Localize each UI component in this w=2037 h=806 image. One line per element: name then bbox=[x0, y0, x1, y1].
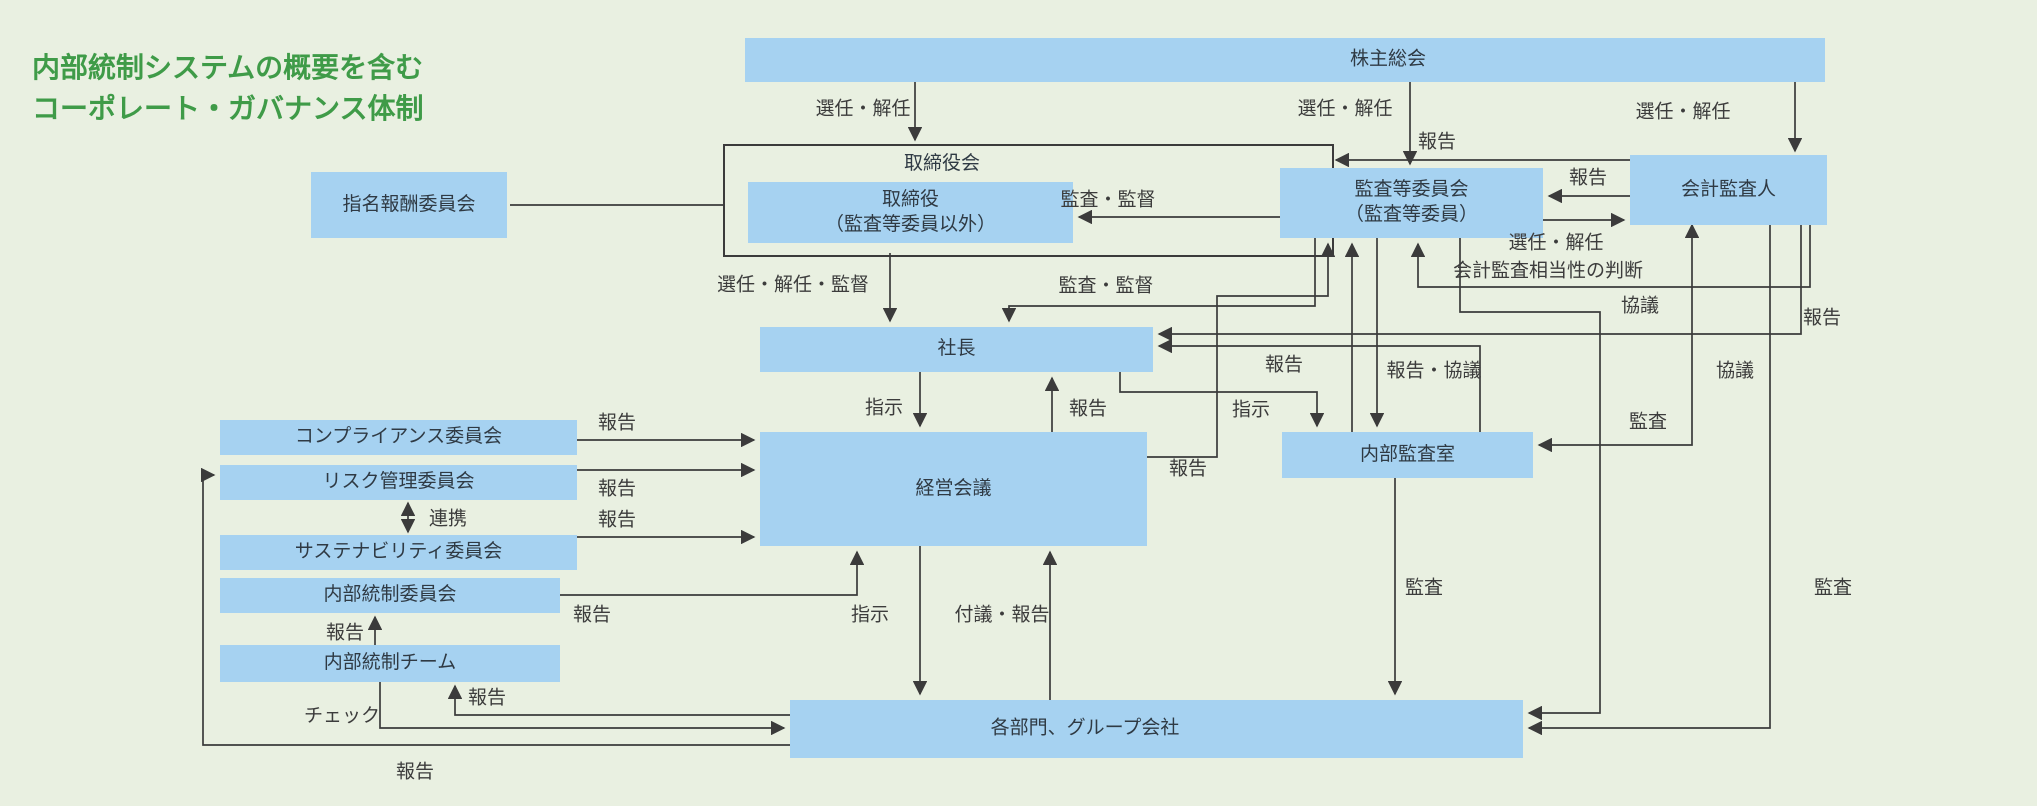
edge-label-2-選任・解任: 選任・解任 bbox=[1635, 101, 1731, 123]
box-nomination-remuneration-committee: 指名報酬委員会 bbox=[311, 172, 507, 238]
box-management-meeting: 経営会議 bbox=[760, 432, 1147, 546]
diagram-title-line1: 内部統制システムの概要を含む bbox=[32, 52, 424, 83]
edge-label-3-報告: 報告 bbox=[1417, 131, 1457, 153]
box-label-directors-non-audit: 取締役（監査等委員以外） bbox=[824, 188, 996, 235]
box-audit-supervisory-committee: 監査等委員会（監査等委員） bbox=[1280, 168, 1543, 238]
diagram-title: 内部統制システムの概要を含む コーポレート・ガバナンス体制 bbox=[32, 48, 423, 129]
edge-label-19-監査: 監査 bbox=[1404, 577, 1444, 599]
box-label-audit-supervisory-committee: 監査等委員会（監査等委員） bbox=[1344, 179, 1478, 225]
box-accounting-auditor: 会計監査人 bbox=[1630, 155, 1827, 225]
box-label-nomination-remuneration-committee: 指名報酬委員会 bbox=[342, 193, 476, 215]
box-label-risk-management-committee: リスク管理委員会 bbox=[322, 471, 475, 493]
box-directors-non-audit: 取締役（監査等委員以外） bbox=[748, 182, 1073, 243]
box-label-president: 社長 bbox=[937, 338, 976, 360]
box-shareholders-meeting: 株主総会 bbox=[745, 38, 1825, 82]
edge-label-5-選任・解任: 選任・解任 bbox=[1508, 232, 1604, 254]
box-internal-control-team: 内部統制チーム bbox=[220, 645, 560, 682]
edge-label-31-付議・報告: 付議・報告 bbox=[954, 604, 1050, 626]
edge-accounting-auditor--internal-audit-office bbox=[1537, 223, 1700, 453]
edge-label-22-報告: 報告 bbox=[597, 412, 637, 434]
edge-internal-control-team--departments-group-companies bbox=[379, 682, 786, 736]
box-label-sustainability-committee: サステナビリティ委員会 bbox=[294, 541, 503, 563]
edge-label-4-報告: 報告 bbox=[1568, 167, 1608, 189]
edge-accounting-auditor--president bbox=[1157, 225, 1802, 342]
edge-label-1-選任・解任: 選任・解任 bbox=[1297, 98, 1393, 120]
edge-accounting-auditor--departments-group-companies bbox=[1527, 225, 1771, 736]
box-label-internal-audit-office: 内部監査室 bbox=[1359, 443, 1455, 465]
edge-label-18-監査: 監査 bbox=[1628, 411, 1668, 433]
edge-label-6-会計監査相当性の判断: 会計監査相当性の判断 bbox=[1452, 260, 1644, 282]
box-label-shareholders-meeting: 株主総会 bbox=[1349, 48, 1427, 70]
edge-label-12-報告: 報告 bbox=[1168, 458, 1208, 480]
box-label-internal-control-team: 内部統制チーム bbox=[323, 652, 457, 674]
edge-label-29-報告: 報告 bbox=[395, 761, 435, 783]
edge-label-24-報告: 報告 bbox=[597, 509, 637, 531]
box-label-accounting-auditor: 会計監査人 bbox=[1680, 178, 1776, 200]
edge-label-32-連携: 連携 bbox=[428, 508, 468, 530]
edge-label-17-報告・協議: 報告・協議 bbox=[1386, 360, 1482, 382]
box-sustainability-committee: サステナビリティ委員会 bbox=[220, 535, 577, 570]
box-departments-group-companies: 各部門、グループ会社 bbox=[790, 700, 1523, 758]
edge-label-8-監査・監督: 監査・監督 bbox=[1060, 189, 1156, 211]
box-label-compliance-committee: コンプライアンス委員会 bbox=[294, 426, 503, 448]
edge-label-21-指示: 指示 bbox=[1231, 399, 1271, 421]
edge-label-13-報告: 報告 bbox=[1264, 354, 1304, 376]
edge-label-16-協議: 協議 bbox=[1715, 360, 1755, 382]
edge-label-27-報告: 報告 bbox=[467, 687, 507, 709]
box-label-departments-group-companies: 各部門、グループ会社 bbox=[990, 717, 1180, 739]
edge-president--internal-audit-office bbox=[1119, 372, 1325, 428]
edge-label-0-選任・解任: 選任・解任 bbox=[815, 98, 911, 120]
box-label-management-meeting: 経営会議 bbox=[915, 477, 992, 499]
diagram-title-line2: コーポレート・ガバナンス体制 bbox=[32, 92, 424, 124]
edge-label-26-報告: 報告 bbox=[325, 622, 365, 644]
edge-label-28-チェック: チェック bbox=[303, 705, 381, 727]
edge-label-23-報告: 報告 bbox=[597, 478, 637, 500]
box-president: 社長 bbox=[760, 327, 1153, 372]
edge-label-15-協議: 協議 bbox=[1620, 295, 1660, 317]
edge-label-14-報告: 報告 bbox=[1802, 307, 1842, 329]
edge-label-10-指示: 指示 bbox=[864, 397, 904, 419]
box-internal-control-committee: 内部統制委員会 bbox=[220, 578, 560, 613]
box-internal-audit-office: 内部監査室 bbox=[1282, 432, 1533, 478]
edge-label-11-報告: 報告 bbox=[1068, 398, 1108, 420]
edge-audit-supervisory-committee--president bbox=[1001, 238, 1316, 323]
edge-label-20-監査: 監査 bbox=[1813, 577, 1853, 599]
edge-internal-control-committee--management-meeting bbox=[560, 550, 865, 596]
edge-label-25-報告: 報告 bbox=[572, 604, 612, 626]
edge-label-9-監査・監督: 監査・監督 bbox=[1058, 275, 1154, 297]
box-risk-management-committee: リスク管理委員会 bbox=[220, 465, 577, 500]
box-label-board-of-directors: 取締役会 bbox=[903, 153, 981, 174]
edge-audit-supervisory-committee--departments-group-companies bbox=[1459, 238, 1601, 721]
edge-label-30-指示: 指示 bbox=[850, 604, 890, 626]
box-label-internal-control-committee: 内部統制委員会 bbox=[323, 584, 457, 606]
edge-internal-audit-office--president bbox=[1157, 338, 1481, 432]
edge-departments-group-companies--risk-management-committee bbox=[200, 467, 790, 746]
box-compliance-committee: コンプライアンス委員会 bbox=[220, 420, 577, 455]
edge-management-meeting--audit-supervisory-committee bbox=[1147, 242, 1336, 458]
edge-label-7-選任・解任・監督: 選任・解任・監督 bbox=[716, 274, 870, 296]
edge-departments-group-companies--internal-control-team bbox=[447, 684, 790, 716]
